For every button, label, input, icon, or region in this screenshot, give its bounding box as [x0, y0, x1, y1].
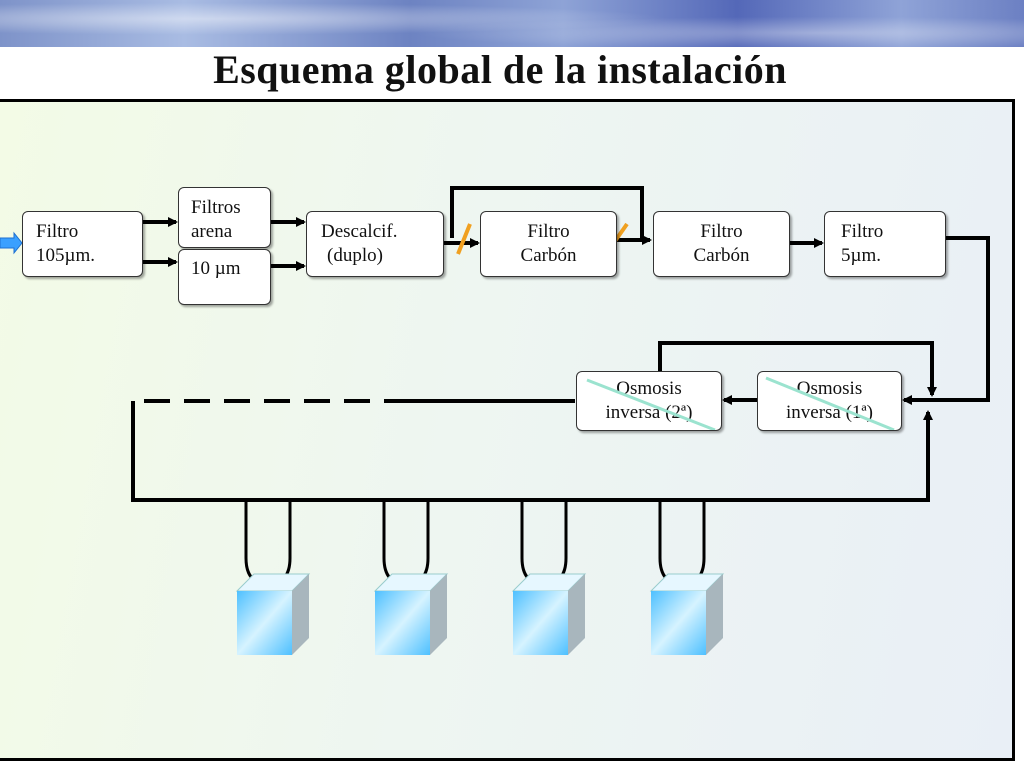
- filtro-carbon-2-line2: Carbón: [693, 245, 750, 266]
- descalcif-box: Descalcif. (duplo): [306, 211, 444, 277]
- filtro-10um-box: 10 µm: [178, 249, 271, 305]
- bypass-mark-1: [456, 223, 472, 255]
- header-band: [0, 0, 1024, 47]
- osmosis-2-strike: [586, 378, 716, 430]
- filtro-5um-line2: 5µm.: [841, 245, 881, 266]
- filtro-carbon-1-line2: Carbón: [520, 245, 577, 266]
- osmosis-inversa-1-line2: inversa (1ª): [785, 402, 873, 423]
- filtro-105um-line1: Filtro: [36, 221, 79, 242]
- filtros-arena-box: Filtros arena: [178, 187, 271, 248]
- bypass-loop: [450, 186, 644, 240]
- filtros-arena-line1: Filtros: [191, 197, 241, 218]
- filtro-5um-line1: Filtro: [841, 221, 884, 242]
- descalcif-line1: Descalcif.: [321, 221, 398, 242]
- line-to-osmosis: [928, 236, 990, 402]
- osmosis-inversa-1-box: Osmosis inversa (1ª): [757, 371, 902, 431]
- filtro-carbon-2-box: Filtro Carbón: [653, 211, 790, 277]
- filtro-carbon-2-line1: Filtro: [700, 221, 743, 242]
- inlet-arrow: [0, 231, 23, 255]
- return-loop: [131, 401, 933, 502]
- filtro-10um-line1: 10 µm: [191, 258, 241, 279]
- osmosis-1-strike: [765, 376, 895, 430]
- device-3: [511, 573, 587, 655]
- filtro-105um-line2: 105µm.: [36, 245, 95, 266]
- filtro-105um-box: Filtro 105µm.: [22, 211, 143, 277]
- recirculation-loop-top: [658, 341, 937, 397]
- device-4: [649, 573, 725, 655]
- device-1: [235, 573, 311, 655]
- osmosis-inversa-2-box: Osmosis inversa (2ª): [576, 371, 722, 431]
- filtro-carbon-1-line1: Filtro: [527, 221, 570, 242]
- device-loops: [244, 502, 706, 586]
- descalcif-line2: (duplo): [327, 245, 383, 266]
- osmosis-inversa-2-line1: Osmosis: [616, 378, 682, 399]
- filtro-carbon-1-box: Filtro Carbón: [480, 211, 617, 277]
- filtro-5um-box: Filtro 5µm.: [824, 211, 946, 277]
- osmosis-inversa-2-line2: inversa (2ª): [605, 402, 693, 423]
- device-2: [373, 573, 449, 655]
- osmosis-inversa-1-line1: Osmosis: [796, 378, 863, 399]
- filtros-arena-line2: arena: [191, 221, 233, 242]
- page-title: Esquema global de la instalación: [213, 47, 787, 92]
